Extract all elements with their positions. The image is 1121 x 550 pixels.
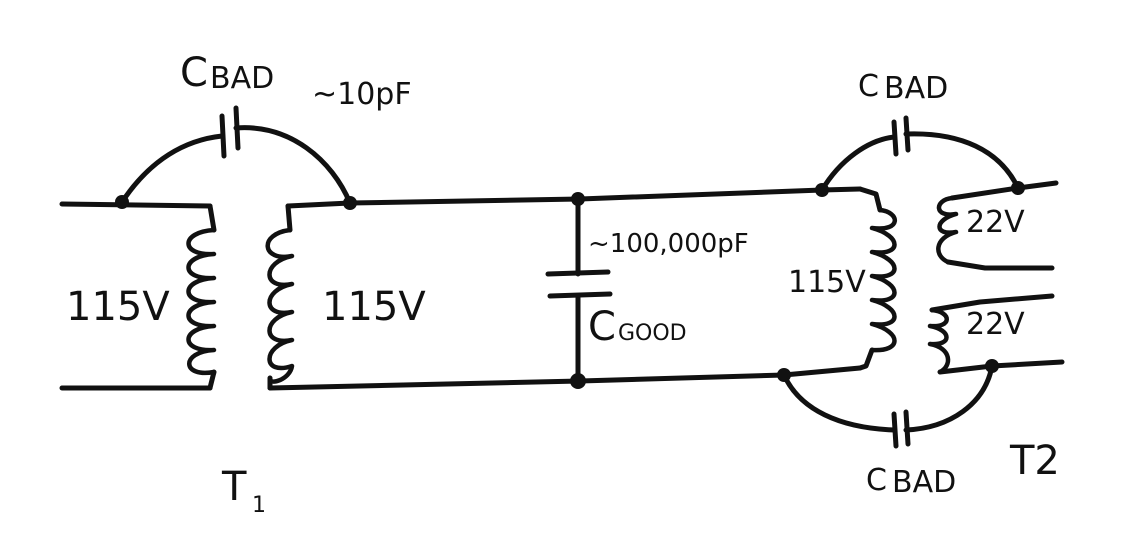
t1-secondary-voltage-label: 115V: [322, 284, 426, 330]
t1-primary-coil: [186, 227, 217, 376]
junction-dot: [1011, 181, 1025, 195]
junction-dot: [571, 192, 585, 206]
t2-secondary-top-upper-wire: [949, 180, 1059, 201]
t1-secondary-coil-top-lead: [285, 203, 293, 233]
t2-primary-top-lead: [857, 186, 883, 213]
cgood-value-label: ~100,000pF: [588, 229, 749, 259]
t2-secondary-top-lower-wire: [945, 259, 1055, 271]
junction-dot: [777, 368, 791, 382]
cbad-right-bottom-left-arc: [781, 372, 897, 433]
bottom-bus-wire: [267, 365, 863, 391]
cbad-right-bottom-c-label: C: [866, 463, 887, 498]
cbad-right-bottom-right-arc: [903, 363, 995, 433]
t2-secondary-bottom-upper-wire: [929, 293, 1055, 313]
t1-name-subscript: 1: [252, 493, 266, 518]
t2-primary-voltage-label: 115V: [788, 265, 866, 300]
t2-secondary-top-coil: [936, 195, 959, 265]
cbad-right-top-left-arc: [819, 134, 897, 193]
cbad-right-bottom-capacitor-symbol: [891, 409, 911, 449]
cbad-top-sub-label: BAD: [210, 61, 274, 96]
junction-dot: [985, 359, 999, 373]
t2-secondary-bottom-voltage-label: 22V: [966, 307, 1025, 342]
t2-primary-coil: [869, 207, 897, 353]
t1-primary-voltage-label: 115V: [66, 284, 170, 330]
cbad-right-top-c-label: C: [858, 69, 879, 104]
cgood-c-label: C: [588, 304, 616, 350]
cgood-sub-label: GOOD: [618, 321, 687, 346]
cbad-right-top-sub-label: BAD: [884, 71, 948, 106]
t1-primary-top-wire: [59, 201, 213, 209]
cbad-top-value-label: ~10pF: [312, 77, 412, 112]
t1-name-label: T: [221, 464, 247, 510]
junction-dot: [815, 183, 829, 197]
cbad-right-bottom-sub-label: BAD: [892, 465, 956, 500]
t1-primary-coil-bottom-lead: [207, 369, 217, 391]
t2-secondary-top-voltage-label: 22V: [966, 205, 1025, 240]
junction-dot: [115, 195, 129, 209]
t1-primary-coil-top-lead: [207, 203, 217, 233]
cbad-top-capacitor-symbol: [219, 105, 241, 159]
t1-secondary-coil: [265, 227, 295, 384]
t2-primary-bottom-lead: [857, 347, 875, 371]
cbad-top-c-label: C: [180, 50, 208, 96]
cbad-right-top-right-arc: [903, 131, 1021, 191]
t2-secondary-bottom-lower-wire: [937, 359, 1065, 375]
cgood-capacitor-symbol: [545, 269, 613, 299]
junction-dot: [570, 373, 586, 389]
cbad-right-top-capacitor-symbol: [891, 115, 911, 157]
t2-name-label: T2: [1009, 438, 1060, 484]
junction-dot: [343, 196, 357, 210]
cbad-top-right-arc: [233, 125, 353, 206]
cbad-top-left-arc: [119, 133, 225, 205]
t2-secondary-bottom-coil: [927, 307, 951, 375]
